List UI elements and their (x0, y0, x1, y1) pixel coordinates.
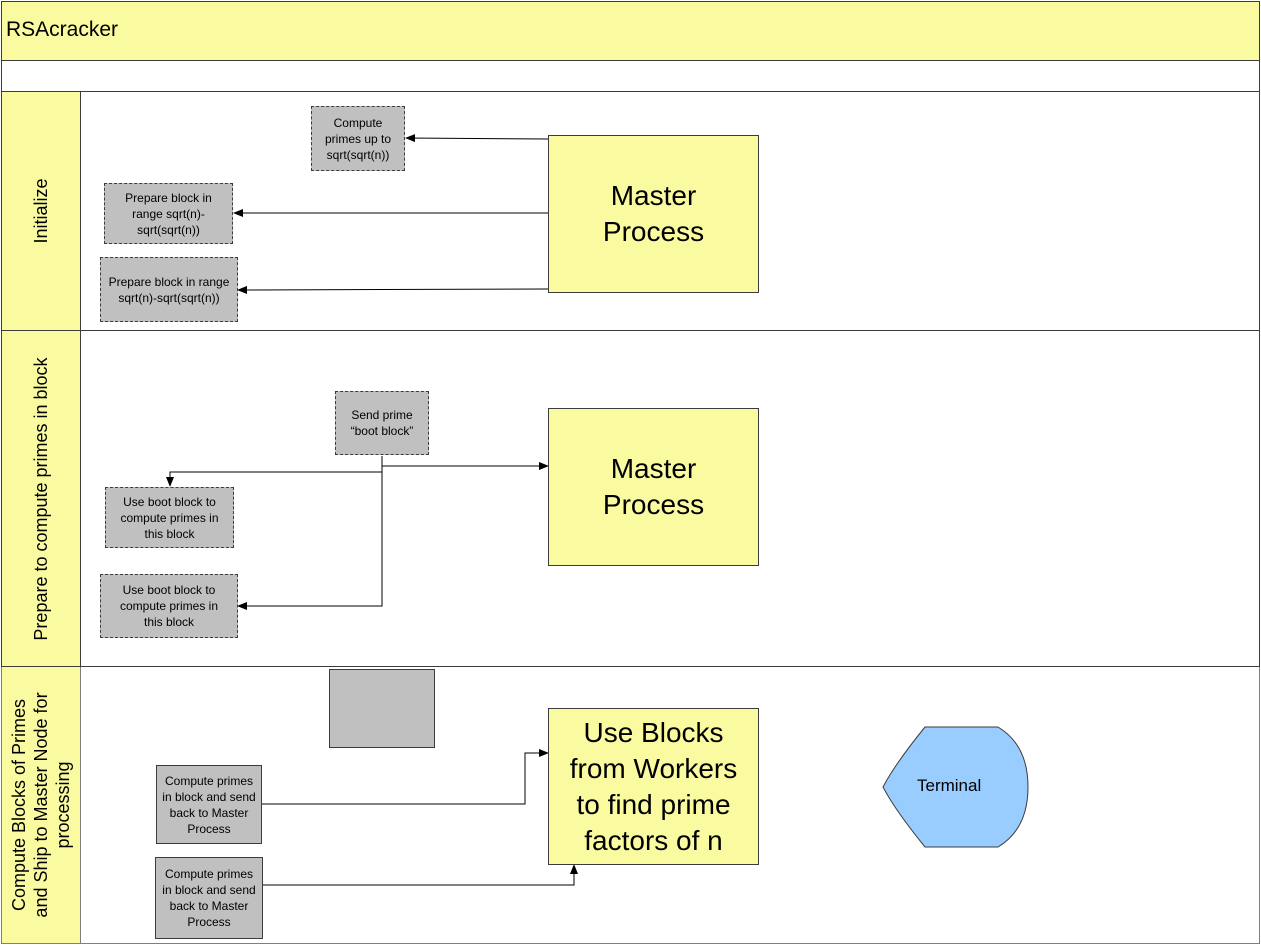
prepare-block-box-1[interactable]: Prepare block in range sqrt(n)-sqrt(sqrt… (104, 183, 233, 244)
send-prime-text: Send prime “boot block” (350, 408, 414, 438)
use-blocks-box[interactable]: Use Blocks from Workers to find prime fa… (548, 708, 759, 865)
master-process-text-2: Master Process (602, 453, 705, 520)
connector-master-to-prepare-2 (237, 285, 549, 294)
master-process-box-2[interactable]: Master Process (548, 408, 759, 566)
use-blocks-text: Use Blocks from Workers to find prime fa… (569, 716, 738, 856)
title-sub-bar (1, 61, 1260, 92)
compute-primes-box[interactable]: Compute primes up to sqrt(sqrt(n)) (311, 106, 405, 171)
prepare-block-text-2: Prepare block in range sqrt(n)-sqrt(sqrt… (108, 274, 230, 305)
compute-send-box-2[interactable]: Compute primes in block and send back to… (155, 857, 263, 939)
master-process-box-1[interactable]: Master Process (548, 135, 759, 293)
diagram-title: RSAcracker (6, 18, 119, 41)
prepare-block-text-1: Prepare block in range sqrt(n)-sqrt(sqrt… (125, 190, 212, 237)
connector-send-to-use-boot-2 (237, 472, 383, 610)
prepare-block-box-2[interactable]: Prepare block in range sqrt(n)-sqrt(sqrt… (100, 257, 238, 322)
lane-header-compute-blocks: Compute Blocks of Primes and Ship to Mas… (2, 667, 81, 943)
compute-send-box-1[interactable]: Compute primes in block and send back to… (156, 765, 262, 844)
compute-send-text-2: Compute primes in block and send back to… (162, 867, 256, 929)
master-process-text-1: Master Process (602, 180, 705, 247)
terminal-label: Terminal (917, 776, 982, 795)
lane-header-initialize: Initialize (2, 92, 81, 330)
send-prime-box[interactable]: Send prime “boot block” (335, 391, 429, 455)
connector-send-to-master (381, 456, 549, 470)
use-boot-block-text-1: Use boot block to compute primes in this… (120, 494, 219, 541)
blank-process-box[interactable] (329, 669, 435, 748)
connector-compute-1-to-use-blocks (262, 749, 549, 805)
use-boot-block-box-2[interactable]: Use boot block to compute primes in this… (100, 574, 238, 638)
connector-compute-2-to-use-blocks (263, 864, 578, 886)
lane-header-prepare: Prepare to compute primes in block (2, 331, 81, 666)
connector-master-to-compute (405, 134, 549, 143)
use-boot-block-box-1[interactable]: Use boot block to compute primes in this… (105, 487, 234, 548)
diagram-title-bar: RSAcracker (1, 1, 1260, 61)
terminal-shape (882, 726, 1029, 848)
connector-send-to-use-boot-1 (166, 466, 383, 487)
compute-send-text-1: Compute primes in block and send back to… (162, 773, 256, 836)
compute-primes-text: Compute primes up to sqrt(sqrt(n)) (324, 115, 392, 162)
use-boot-block-text-2: Use boot block to compute primes in this… (119, 583, 219, 629)
